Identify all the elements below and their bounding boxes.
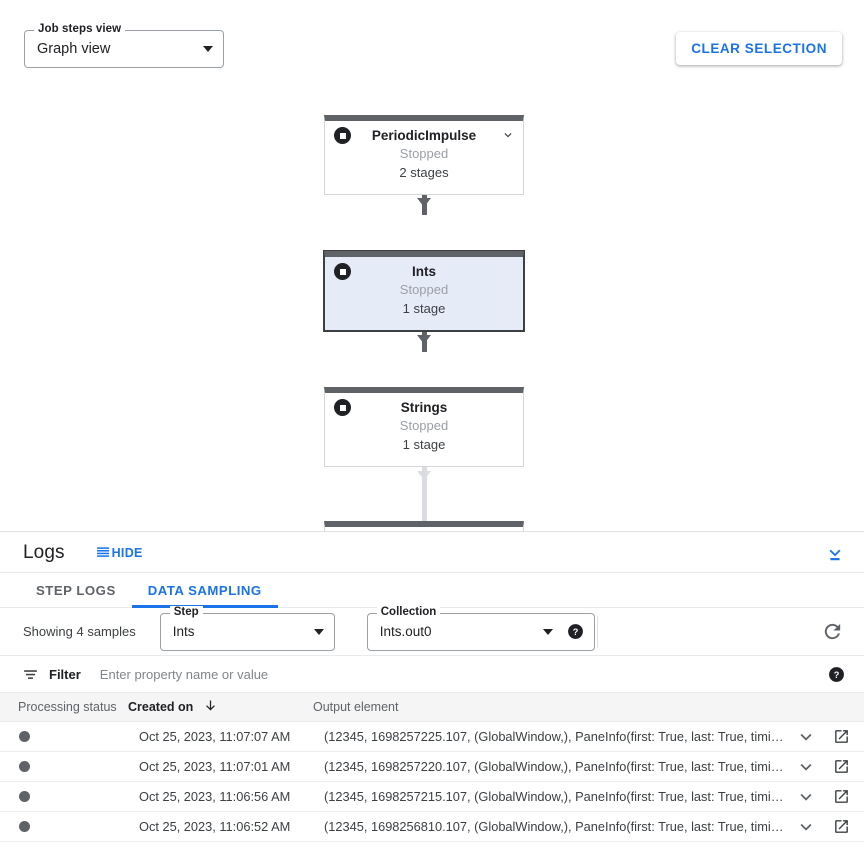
stop-icon	[334, 399, 351, 416]
filter-label: Filter	[49, 666, 81, 682]
status-badge	[19, 761, 30, 772]
sampling-controls-bar: Showing 4 samples Step Ints Collection I…	[0, 605, 864, 656]
graph-node-ints[interactable]: Ints Stopped 1 stage	[324, 251, 524, 331]
graph-node-title: PeriodicImpulse	[371, 128, 477, 143]
step-select[interactable]: Step Ints	[159, 605, 335, 651]
tab-step-logs[interactable]: STEP LOGS	[36, 583, 116, 598]
showing-samples-text: Showing 4 samples	[23, 624, 136, 639]
hide-logs-button[interactable]: HIDE	[95, 544, 143, 563]
graph-edge-arrow-3	[416, 471, 431, 480]
chevron-down-icon[interactable]	[203, 46, 213, 52]
chevron-down-icon[interactable]	[795, 756, 817, 778]
collection-select-label: Collection	[376, 605, 441, 618]
cell-created-on: Oct 25, 2023, 11:07:07 AM	[139, 729, 291, 744]
list-lines-icon	[95, 544, 112, 563]
clear-selection-button[interactable]: CLEAR SELECTION	[676, 32, 842, 65]
step-select-label: Step	[169, 605, 203, 618]
job-steps-view-value: Graph view	[37, 41, 111, 57]
graph-node-title: Ints	[411, 264, 436, 279]
cell-output-element: (12345, 1698257225.107, (GlobalWindow,),…	[324, 729, 795, 744]
graph-node-partial[interactable]	[324, 521, 524, 531]
graph-node-stages: 2 stages	[399, 165, 449, 180]
column-header-processing-status[interactable]: Processing status	[18, 700, 117, 714]
help-icon[interactable]: ?	[828, 666, 845, 683]
chevron-down-icon[interactable]	[795, 816, 817, 838]
logs-title: Logs	[23, 542, 65, 563]
open-in-new-icon[interactable]	[833, 758, 850, 775]
cell-output-element: (12345, 1698257215.107, (GlobalWindow,),…	[324, 789, 795, 804]
status-badge	[19, 821, 30, 832]
expand-less-bar-icon[interactable]	[824, 543, 846, 565]
stop-icon	[334, 127, 351, 144]
samples-table: Processing status Created on Output elem…	[0, 693, 864, 842]
filter-icon	[22, 666, 39, 683]
logs-panel: Logs HIDE STEP	[0, 534, 864, 856]
hide-logs-label: HIDE	[111, 546, 143, 560]
toolbar-divider	[597, 616, 598, 648]
graph-edge-3	[421, 466, 427, 524]
job-graph-panel[interactable]: Job steps view Graph view CLEAR SELECTIO…	[0, 0, 864, 531]
job-steps-view-label: Job steps view	[34, 23, 126, 35]
table-row[interactable]: Oct 25, 2023, 11:06:52 AM (12345, 169825…	[0, 812, 864, 842]
refresh-icon[interactable]	[821, 620, 844, 643]
table-row[interactable]: Oct 25, 2023, 11:07:01 AM (12345, 169825…	[0, 752, 864, 782]
step-select-value: Ints	[172, 624, 195, 639]
open-in-new-icon[interactable]	[833, 728, 850, 745]
svg-text:?: ?	[572, 627, 578, 637]
chevron-down-icon[interactable]	[795, 726, 817, 748]
table-row[interactable]: Oct 25, 2023, 11:07:07 AM (12345, 169825…	[0, 722, 864, 752]
cell-output-element: (12345, 1698256810.107, (GlobalWindow,),…	[324, 819, 795, 834]
column-header-created-on[interactable]: Created on	[128, 698, 313, 716]
collection-select-value: Ints.out0	[379, 624, 432, 639]
help-icon[interactable]: ?	[567, 623, 584, 640]
cell-created-on: Oct 25, 2023, 11:06:52 AM	[139, 819, 291, 834]
graph-node-status: Stopped	[399, 146, 449, 161]
column-header-output-element[interactable]: Output element	[313, 700, 399, 714]
chevron-down-icon[interactable]	[501, 128, 515, 142]
stop-icon	[334, 263, 351, 280]
graph-node-stages: 1 stage	[402, 301, 446, 316]
open-in-new-icon[interactable]	[833, 788, 850, 805]
graph-edge-arrow-2	[416, 335, 431, 344]
filter-input[interactable]	[97, 665, 598, 683]
graph-node-status: Stopped	[399, 418, 449, 433]
status-badge	[19, 791, 30, 802]
open-in-new-icon[interactable]	[833, 818, 850, 835]
logs-tabs: STEP LOGS DATA SAMPLING	[0, 573, 864, 608]
logs-header: Logs HIDE	[0, 534, 864, 573]
filter-row: Filter ?	[0, 656, 864, 693]
chevron-down-icon[interactable]	[795, 786, 817, 808]
arrow-downward-icon	[203, 698, 218, 716]
graph-edge-arrow-1	[416, 198, 431, 207]
table-row[interactable]: Oct 25, 2023, 11:06:56 AM (12345, 169825…	[0, 782, 864, 812]
status-badge	[19, 731, 30, 742]
cell-output-element: (12345, 1698257220.107, (GlobalWindow,),…	[324, 759, 795, 774]
column-header-created-on-label: Created on	[128, 700, 194, 714]
graph-node-periodicimpulse[interactable]: PeriodicImpulse Stopped 2 stages	[324, 115, 524, 195]
graph-node-strings[interactable]: Strings Stopped 1 stage	[324, 387, 524, 467]
tab-data-sampling[interactable]: DATA SAMPLING	[131, 573, 278, 608]
job-steps-view-select[interactable]: Job steps view Graph view	[24, 23, 224, 68]
collection-select[interactable]: Collection Ints.out0 ?	[366, 605, 595, 651]
graph-node-status: Stopped	[399, 282, 449, 297]
table-header-row: Processing status Created on Output elem…	[0, 693, 864, 722]
chevron-down-icon[interactable]	[313, 628, 324, 635]
cell-created-on: Oct 25, 2023, 11:06:56 AM	[139, 789, 291, 804]
graph-node-stages: 1 stage	[402, 437, 446, 452]
chevron-down-icon[interactable]	[542, 628, 553, 635]
svg-text:?: ?	[834, 670, 840, 680]
graph-node-title: Strings	[400, 400, 448, 415]
cell-created-on: Oct 25, 2023, 11:07:01 AM	[139, 759, 291, 774]
